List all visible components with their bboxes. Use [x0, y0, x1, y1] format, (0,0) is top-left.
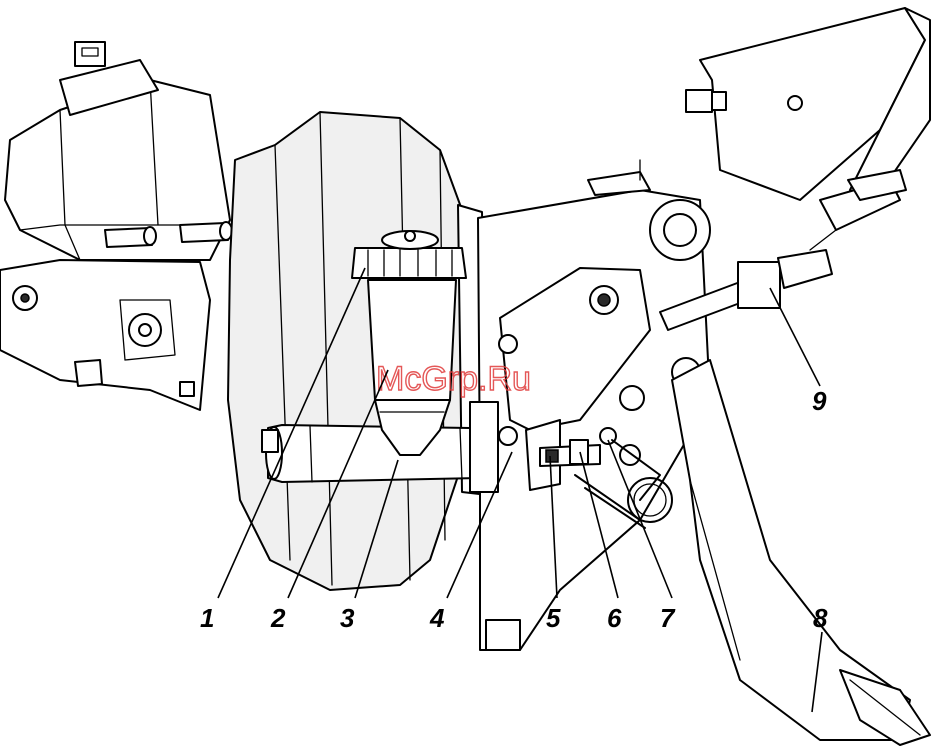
callout-9: 9: [812, 386, 827, 416]
callout-4: 4: [429, 603, 445, 633]
fluid-reservoir: [5, 42, 232, 260]
leader-9: [770, 288, 820, 386]
mounting-housing: [0, 260, 210, 410]
watermark-text: McGrp.Ru: [376, 360, 531, 398]
callout-2: 2: [270, 603, 286, 633]
callout-6: 6: [607, 603, 622, 633]
callout-7: 7: [660, 603, 676, 633]
pedal-arm: [672, 360, 930, 745]
callout-8: 8: [813, 603, 828, 633]
callout-5: 5: [546, 603, 561, 633]
callout-3: 3: [340, 603, 355, 633]
callout-1: 1: [200, 603, 214, 633]
